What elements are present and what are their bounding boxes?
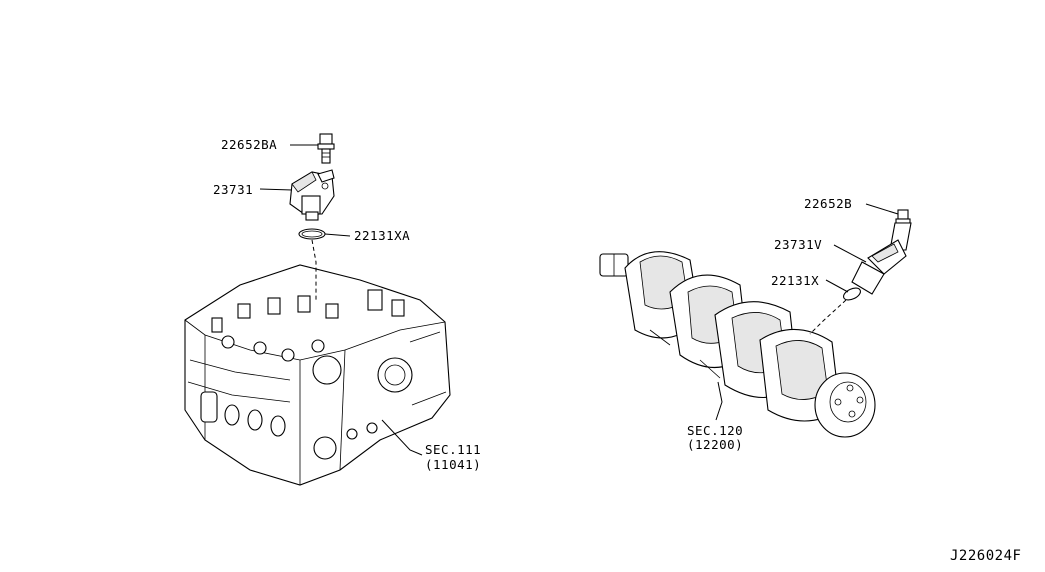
label-23731v: 23731V [774, 237, 822, 252]
label-22131x: 22131X [771, 273, 819, 288]
sensor-23731v-drawing [851, 239, 907, 295]
bolt-22652ba-drawing [317, 133, 335, 164]
oring-22131x-drawing [843, 287, 861, 301]
label-sec120-code: (12200) [687, 437, 743, 452]
label-22131xa: 22131XA [354, 228, 410, 243]
oring-22131xa-drawing [298, 228, 326, 240]
leader-23731v [833, 244, 867, 263]
diagram-id: J226024F [950, 548, 1021, 564]
cylinder-head-drawing [184, 264, 451, 486]
leader-22131x [825, 279, 849, 293]
dashed-guide-right [809, 299, 847, 335]
crankshaft-drawing [599, 251, 876, 438]
label-22652b: 22652B [804, 196, 852, 211]
leader-sec111 [381, 419, 423, 456]
dashed-guide-left [311, 239, 317, 300]
leader-22652b [865, 203, 899, 215]
label-22652ba: 22652BA [221, 137, 277, 152]
label-23731: 23731 [213, 182, 253, 197]
leader-sec120 [715, 381, 723, 421]
sensor-23731-drawing [289, 169, 335, 221]
label-sec120: SEC.120 [687, 423, 743, 438]
leader-23731 [259, 188, 293, 191]
label-sec111-code: (11041) [425, 457, 481, 472]
label-sec111: SEC.111 [425, 442, 481, 457]
leader-22131xa [324, 233, 351, 237]
